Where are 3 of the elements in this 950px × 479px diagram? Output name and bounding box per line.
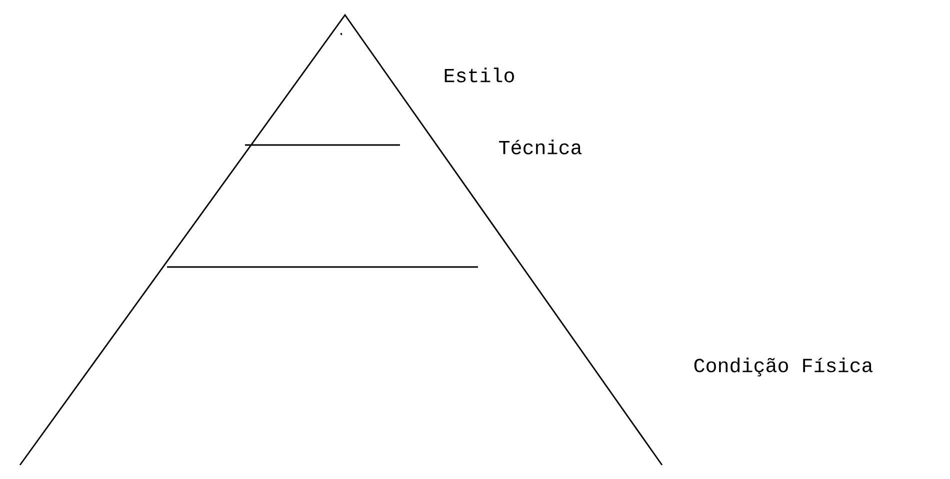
- layer-label: Condição Física: [694, 358, 873, 376]
- layer-label: Técnica: [499, 140, 582, 154]
- layer-label: Estilo: [444, 68, 514, 82]
